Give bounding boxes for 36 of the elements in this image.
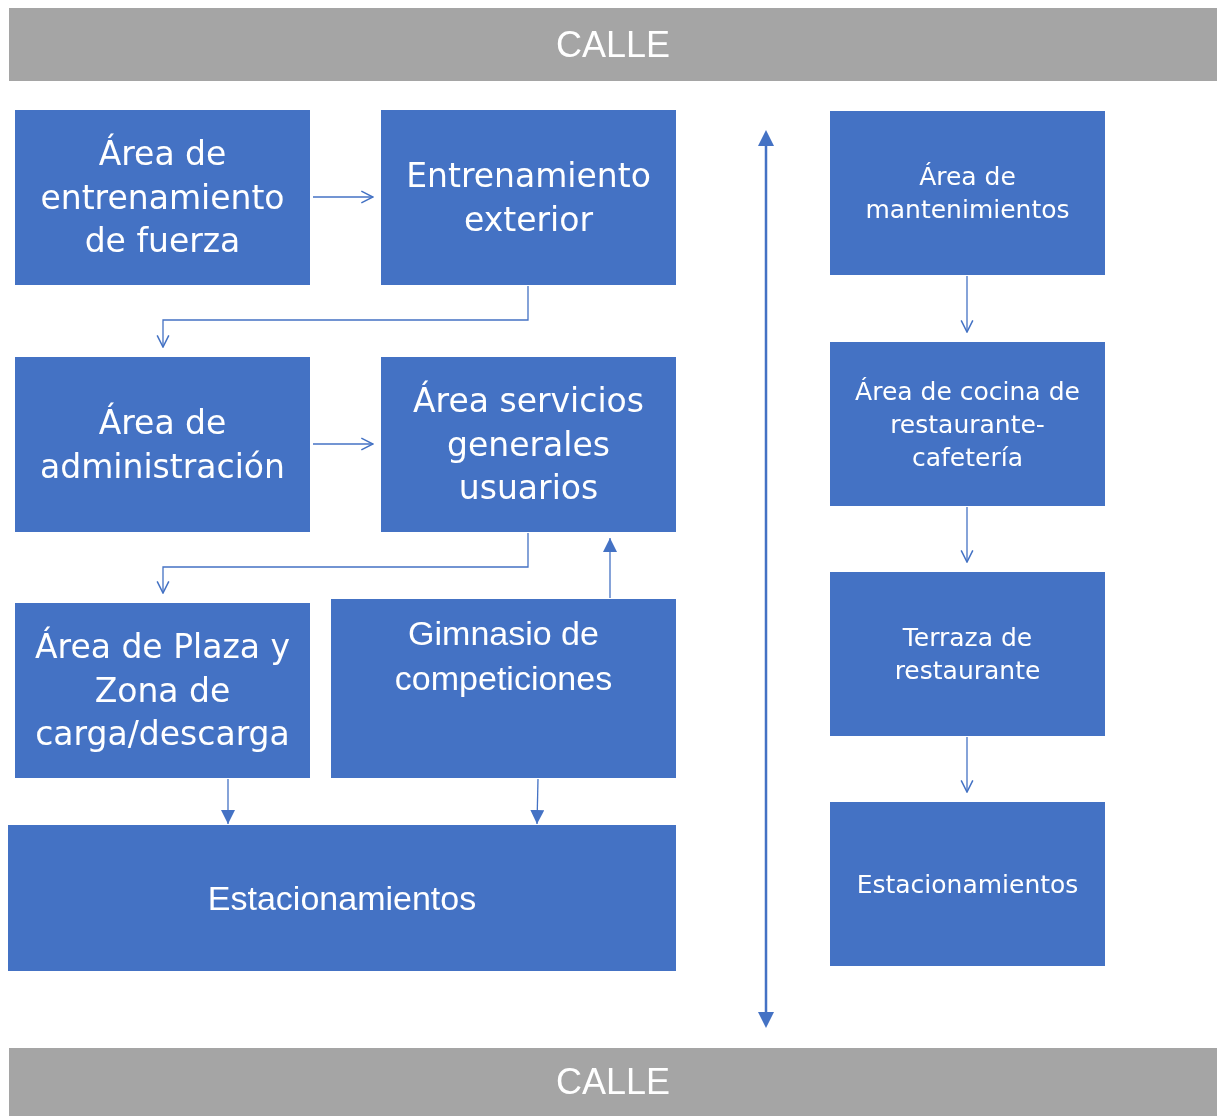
- area-box: [15, 603, 310, 778]
- arrow: [312, 190, 374, 204]
- area-label: Área de entrenamiento de fuerza: [39, 132, 286, 263]
- area-box: [8, 825, 676, 971]
- area-label: CALLE: [555, 1060, 671, 1105]
- area-label: Terraza de restaurante: [893, 622, 1042, 687]
- area-box: [830, 572, 1105, 736]
- street-band: [9, 8, 1217, 81]
- area-box: [331, 599, 676, 778]
- area-label: Estacionamientos: [856, 868, 1079, 901]
- area-box: [15, 357, 310, 532]
- arrow: [156, 532, 529, 594]
- area-label: Estacionamientos: [207, 877, 477, 919]
- arrow: [960, 275, 974, 333]
- arrow: [156, 285, 529, 348]
- area-box: [381, 357, 676, 532]
- arrow: [312, 437, 374, 451]
- area-box: [830, 111, 1105, 275]
- area-label: CALLE: [555, 22, 671, 67]
- area-label: Entrenamiento exterior: [405, 154, 652, 241]
- area-box: [830, 802, 1105, 966]
- arrow: [530, 778, 545, 825]
- street-band: [9, 1048, 1217, 1116]
- area-box: [15, 110, 310, 285]
- area-label: Área servicios generales usuarios: [412, 379, 645, 510]
- arrow: [960, 506, 974, 563]
- area-label: Área de cocina de restaurante-cafetería: [854, 375, 1081, 474]
- arrow: [221, 778, 235, 825]
- area-label: Área de Plaza y Zona de carga/descarga: [34, 625, 291, 756]
- area-label: Área de mantenimientos: [864, 161, 1071, 226]
- area-box: [830, 342, 1105, 506]
- area-label: Área de administración: [39, 401, 286, 488]
- area-box: [381, 110, 676, 285]
- arrow: [960, 736, 974, 793]
- arrow: [603, 537, 617, 599]
- area-label: Gimnasio de competiciones: [393, 613, 614, 699]
